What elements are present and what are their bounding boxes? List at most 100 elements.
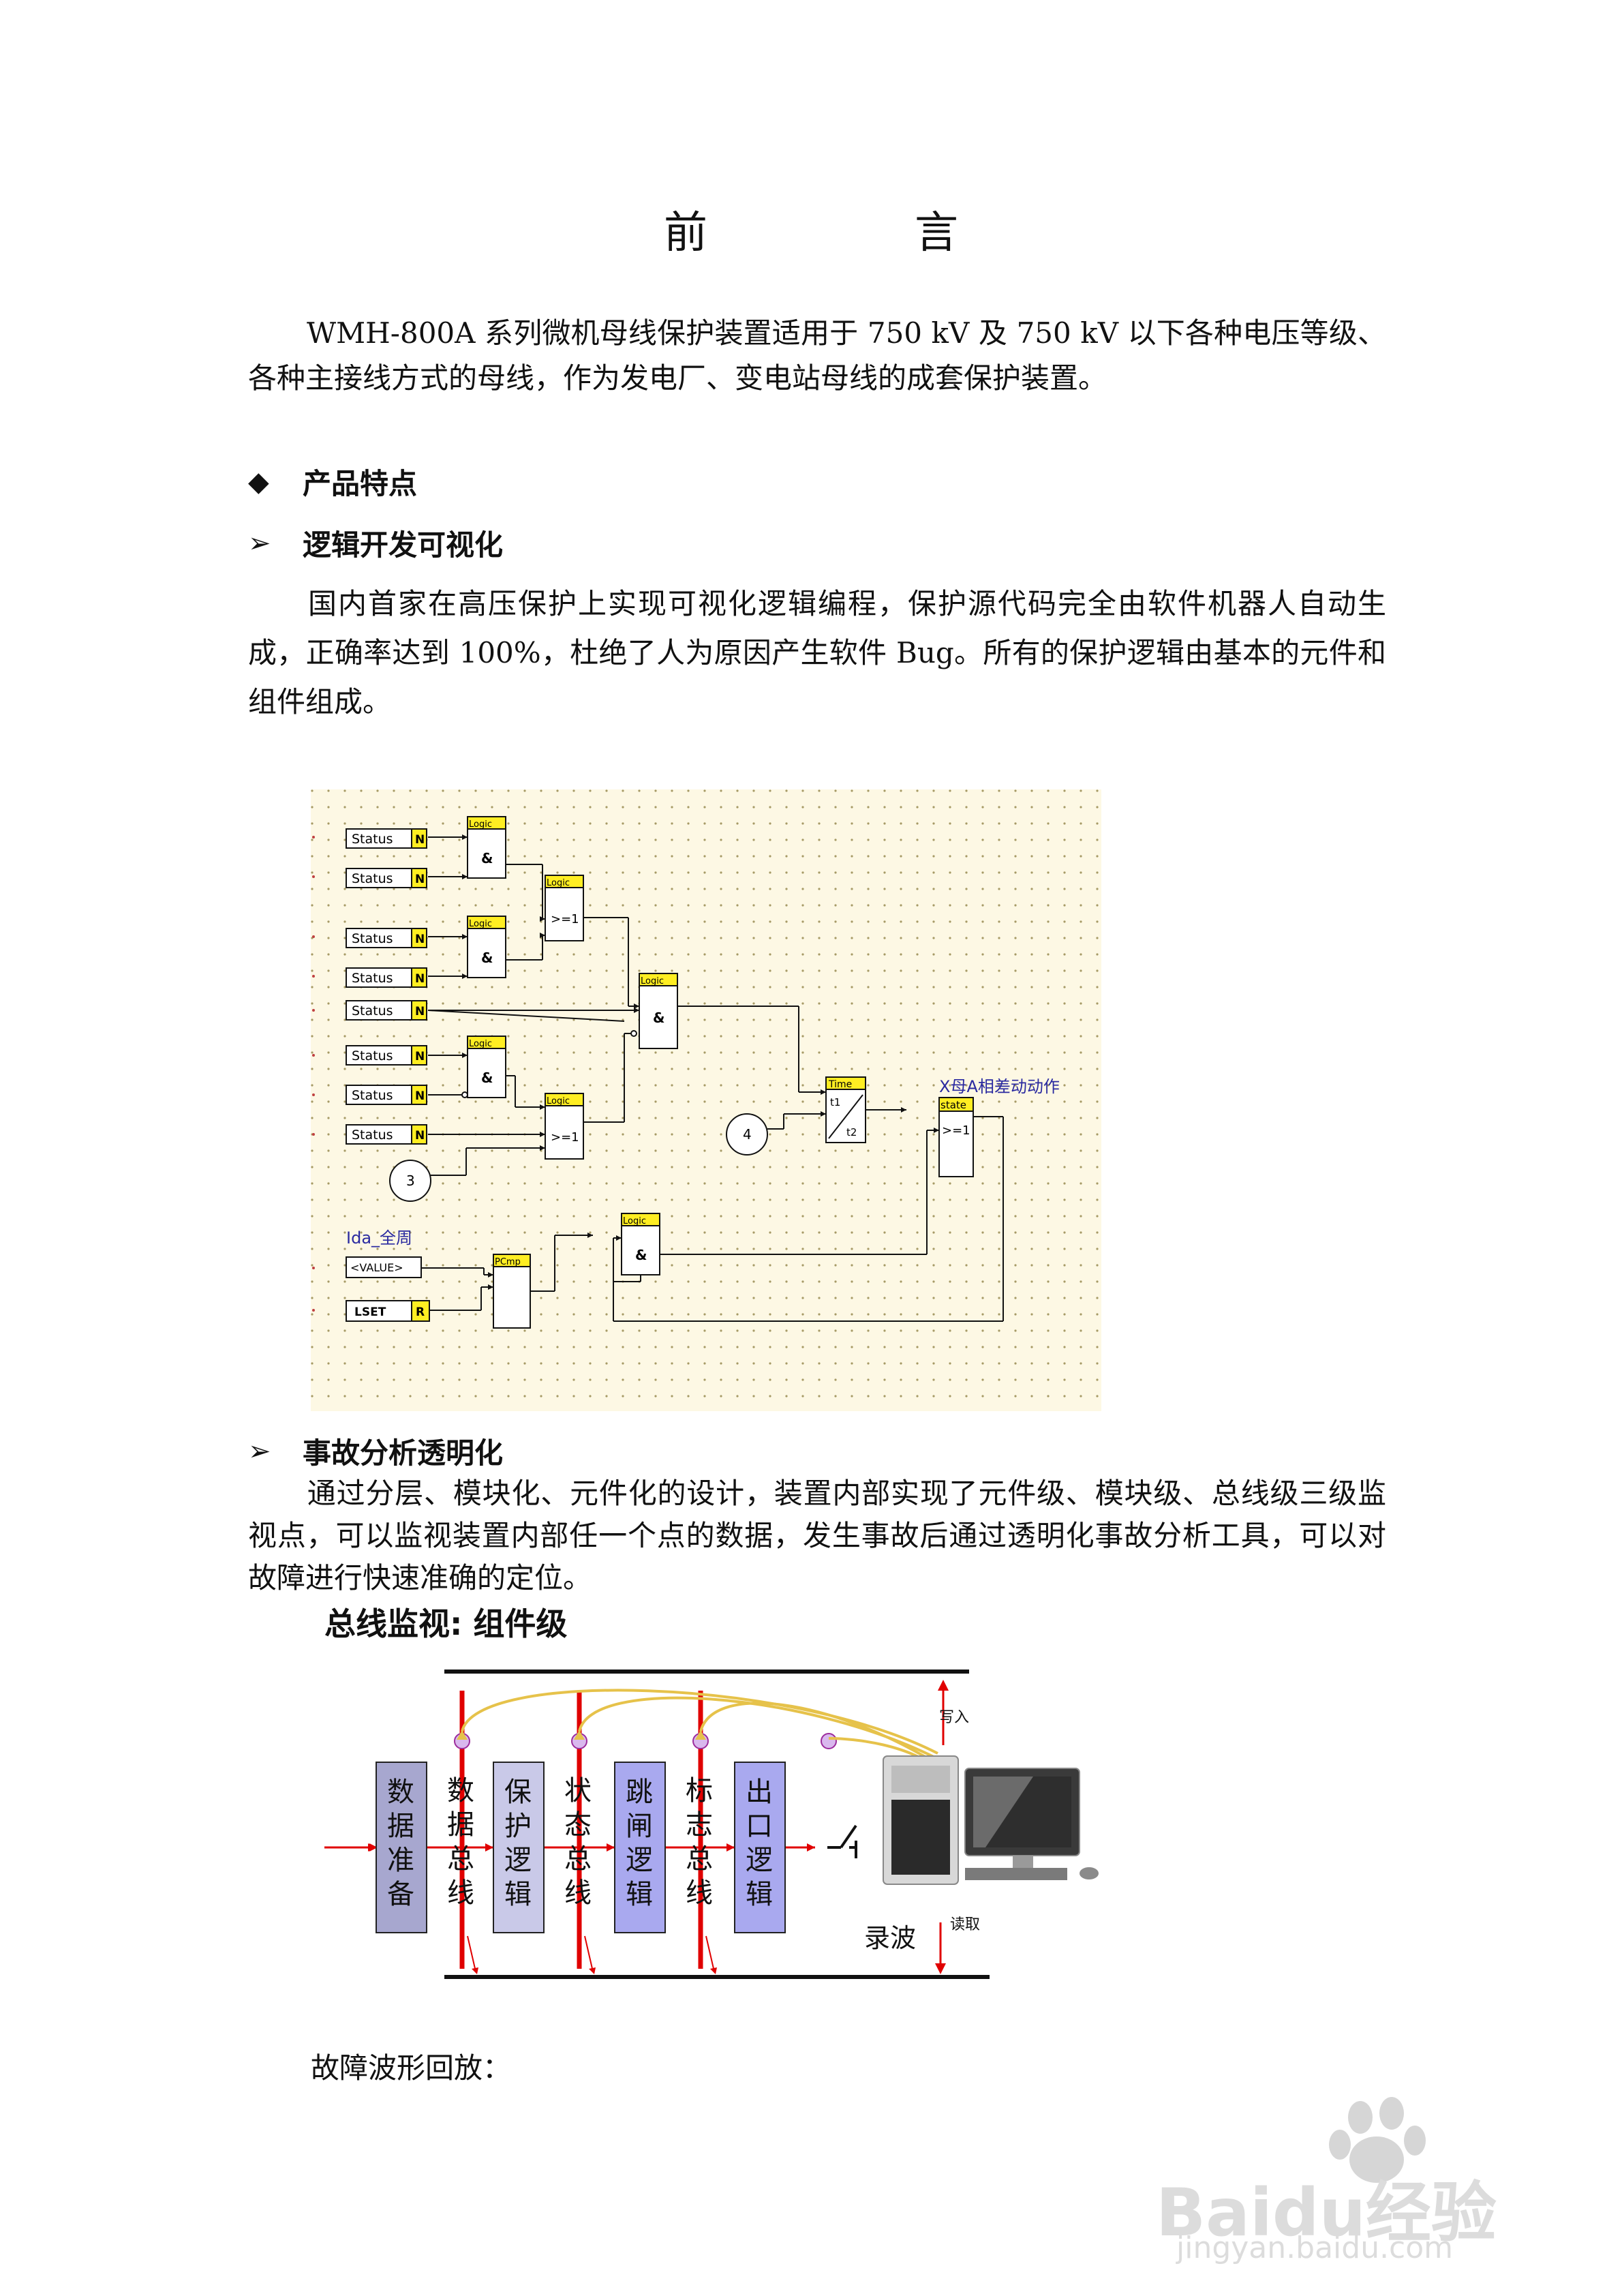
svg-text:逻: 逻	[504, 1845, 532, 1876]
arrow-bullet-icon: ➢	[248, 527, 271, 559]
switch-icon	[827, 1824, 857, 1858]
svg-text:辑: 辑	[504, 1879, 532, 1910]
status-label: Status	[352, 1128, 393, 1143]
svg-text:线: 线	[686, 1877, 713, 1909]
status-flag: N	[415, 873, 425, 886]
svg-text:护: 护	[504, 1811, 532, 1842]
gate-label: Logic	[547, 1096, 570, 1106]
block-trip-logic: 跳 闸 逻 辑	[614, 1762, 666, 1933]
record-label: 录波	[864, 1923, 916, 1953]
block-data-prep: 数 据 准 备	[376, 1762, 427, 1933]
gate-symbol: &	[481, 1070, 493, 1086]
playback-label: 故障波形回放：	[311, 2051, 512, 2085]
or-gate: Logic >=1	[545, 875, 584, 941]
status-input: Status N	[346, 868, 427, 888]
compare-block: PCmp	[493, 1254, 531, 1329]
watermark-brand: Baidu经验	[1156, 2175, 1497, 2251]
svg-text:总: 总	[686, 1843, 713, 1875]
baidu-paw-icon	[1329, 2097, 1426, 2183]
status-input: Status N	[346, 1000, 427, 1021]
status-label: Status	[352, 1088, 393, 1103]
gate-symbol: &	[635, 1247, 647, 1263]
read-arrow: 读取	[935, 1916, 980, 1974]
read-label: 读取	[950, 1916, 980, 1933]
status-flag: N	[415, 933, 425, 946]
gate-symbol: &	[653, 1010, 664, 1026]
output-monitor-point	[821, 1733, 837, 1749]
status-label: Status	[352, 871, 393, 886]
svg-text:逻: 逻	[746, 1845, 773, 1876]
gate-symbol: &	[481, 850, 493, 866]
bus-monitor-diagram: 总线监视: 组件级 数 据 准 备 保 护 逻 辑 跳 闸 逻 辑 出 口 逻 …	[324, 1605, 1099, 1979]
and-gate: Logic &	[467, 916, 506, 978]
gate-symbol: >=1	[551, 912, 579, 926]
negation-circle	[630, 1030, 637, 1037]
svg-text:跳: 跳	[626, 1777, 653, 1808]
svg-text:态: 态	[564, 1809, 592, 1841]
block-protection-logic: 保 护 逻 辑	[493, 1762, 545, 1933]
and-gate: Logic &	[639, 973, 678, 1049]
svg-text:闸: 闸	[626, 1811, 653, 1842]
intro-paragraph: WMH-800A 系列微机母线保护装置适用于 750 kV 及 750 kV 以…	[248, 311, 1386, 401]
compare-label: PCmp	[495, 1257, 521, 1267]
feature2-paragraph: 通过分层、模块化、元件化的设计，装置内部实现了元件级、模块级、总线级三级监视点，…	[248, 1472, 1386, 1599]
svg-text:据: 据	[387, 1811, 414, 1842]
monitor-links	[461, 1689, 939, 1771]
status-input: Status N	[346, 828, 427, 849]
status-flag: N	[415, 1089, 425, 1103]
logic-diagram: Status N Status N Status N Status N Stat…	[311, 789, 1101, 1411]
gate-label: Logic	[469, 919, 492, 929]
status-flag: N	[415, 1129, 425, 1143]
negation-circle	[461, 1091, 468, 1098]
constant-value: 4	[743, 1126, 752, 1143]
status-label: Status	[352, 1003, 393, 1018]
input-label: Ida_全周	[346, 1228, 412, 1248]
section-heading: ◆ 产品特点	[248, 461, 417, 502]
and-gate: Logic &	[621, 1213, 660, 1275]
svg-text:逻: 逻	[626, 1845, 653, 1876]
status-input: Status N	[346, 967, 427, 988]
feature1-paragraph: 国内首家在高压保护上实现可视化逻辑编程，保护源代码完全由软件机器人自动生成，正确…	[248, 579, 1386, 727]
feature1-heading: ➢ 逻辑开发可视化	[248, 522, 503, 564]
svg-text:据: 据	[447, 1809, 474, 1841]
svg-text:保: 保	[504, 1777, 532, 1808]
value-label: <VALUE>	[350, 1261, 403, 1274]
status-flag: N	[415, 833, 425, 847]
feature2-heading: ➢ 事故分析透明化	[248, 1430, 503, 1472]
timer-t1: t1	[830, 1096, 840, 1108]
page-title: 前 言	[664, 208, 1040, 258]
or-gate: Logic >=1	[545, 1093, 584, 1160]
gate-label: Logic	[547, 878, 570, 888]
svg-text:出: 出	[746, 1777, 773, 1808]
constant-value: 3	[406, 1173, 415, 1189]
write-arrow: 写入	[938, 1680, 969, 1745]
svg-text:数: 数	[447, 1775, 474, 1807]
gate-symbol: &	[481, 950, 493, 966]
feature2-heading-text: 事故分析透明化	[303, 1436, 504, 1470]
and-gate: Logic &	[467, 816, 506, 879]
svg-text:辑: 辑	[626, 1879, 653, 1910]
output-label: X母A相差动动作	[939, 1077, 1060, 1096]
feature1-text: 国内首家在高压保护上实现可视化逻辑编程，保护源代码完全由软件机器人自动生成，正确…	[248, 587, 1386, 719]
baidu-watermark: Baidu经验 jingyan.baidu.com	[1156, 2097, 1565, 2265]
arrow-bullet-icon: ➢	[248, 1435, 271, 1467]
svg-text:总: 总	[447, 1843, 474, 1875]
state-symbol: >=1	[942, 1123, 970, 1138]
write-label: 写入	[939, 1709, 969, 1726]
svg-text:辑: 辑	[746, 1879, 773, 1910]
status-input: Status N	[346, 1085, 427, 1105]
value-input: <VALUE>	[346, 1256, 422, 1278]
svg-text:口: 口	[746, 1811, 773, 1842]
svg-text:数: 数	[387, 1777, 414, 1808]
svg-text:线: 线	[447, 1877, 474, 1909]
status-label: Status	[352, 931, 393, 946]
status-flag: N	[415, 972, 425, 986]
lset-label: LSET	[354, 1305, 386, 1319]
status-label: Status	[352, 971, 393, 986]
svg-text:线: 线	[564, 1877, 592, 1909]
gate-label: Logic	[623, 1216, 646, 1226]
constant-node: 4	[726, 1113, 768, 1155]
status-input: Status N	[346, 1124, 427, 1145]
svg-text:标: 标	[686, 1775, 713, 1807]
bus-diagram-title: 总线监视: 组件级	[324, 1605, 567, 1642]
